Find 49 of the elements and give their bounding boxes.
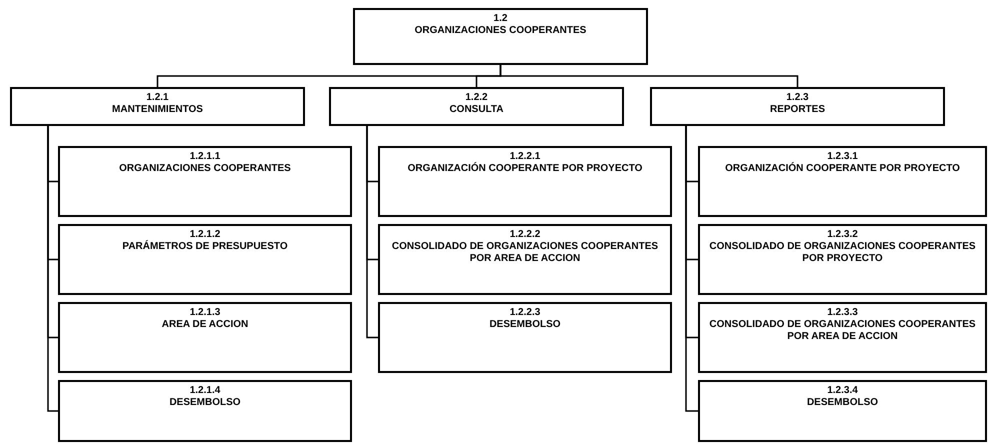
- process-box: [650, 87, 945, 126]
- item-title: DESEMBOLSO: [489, 319, 561, 331]
- item-number: 1.2: [494, 13, 508, 25]
- process-box: [378, 146, 672, 217]
- item-title: CONSOLIDADO DE ORGANIZACIONES COOPERANTES POR AREA DE ACCION: [708, 319, 977, 343]
- process-box: [58, 146, 352, 217]
- process-box: [329, 87, 624, 126]
- item-number: 1.2.2.3: [510, 307, 540, 319]
- item-number: 1.2.3.4: [827, 385, 858, 397]
- process-box: [10, 87, 305, 126]
- process-box: [353, 8, 648, 65]
- item-title: CONSULTA: [449, 104, 504, 116]
- process-box: [58, 224, 352, 295]
- item-number: 1.2.1.4: [190, 385, 220, 397]
- item-number: 1.2.3.1: [827, 151, 858, 163]
- process-box: [698, 302, 987, 373]
- item-title: CONSOLIDADO DE ORGANIZACIONES COOPERANTES POR PROYECTO: [708, 241, 977, 265]
- item-number: 1.2.1: [146, 92, 169, 104]
- item-title: MANTENIMIENTOS: [112, 104, 203, 116]
- item-number: 1.2.3.3: [827, 307, 858, 319]
- process-box: [58, 302, 352, 373]
- item-number: 1.2.1.2: [190, 229, 220, 240]
- process-box: [698, 224, 987, 295]
- item-title: ORGANIZACIÓN COOPERANTE POR PROYECTO: [725, 163, 960, 175]
- item-number: 1.2.2.1: [510, 151, 540, 163]
- item-number: 1.2.3: [786, 92, 809, 104]
- item-title: ORGANIZACIONES COOPERANTES: [119, 163, 291, 175]
- process-box: [58, 380, 352, 442]
- item-title: REPORTES: [770, 104, 825, 116]
- item-title: CONSOLIDADO DE ORGANIZACIONES COOPERANTES POR AREA DE ACCION: [390, 241, 660, 265]
- process-box: [698, 146, 987, 217]
- item-title: AREA DE ACCION: [162, 319, 248, 331]
- item-number: 1.2.1.3: [190, 307, 220, 319]
- connector-line: [366, 126, 378, 338]
- item-number: 1.2.1.1: [190, 151, 220, 163]
- item-title: PARÁMETROS DE PRESUPUESTO: [122, 241, 288, 253]
- connector-line: [47, 126, 58, 412]
- process-box: [698, 380, 987, 442]
- item-title: ORGANIZACIONES COOPERANTES: [414, 25, 586, 37]
- item-number: 1.2.2: [465, 92, 488, 104]
- item-title: DESEMBOLSO: [169, 397, 241, 409]
- item-number: 1.2.3.2: [827, 229, 858, 241]
- process-box: [378, 302, 672, 373]
- item-number: 1.2.2.2: [510, 229, 540, 241]
- connector-line: [685, 126, 698, 412]
- item-title: ORGANIZACIÓN COOPERANTE POR PROYECTO: [408, 163, 642, 175]
- item-title: DESEMBOLSO: [806, 397, 878, 409]
- connector-line: [500, 65, 798, 87]
- process-box: [378, 224, 672, 295]
